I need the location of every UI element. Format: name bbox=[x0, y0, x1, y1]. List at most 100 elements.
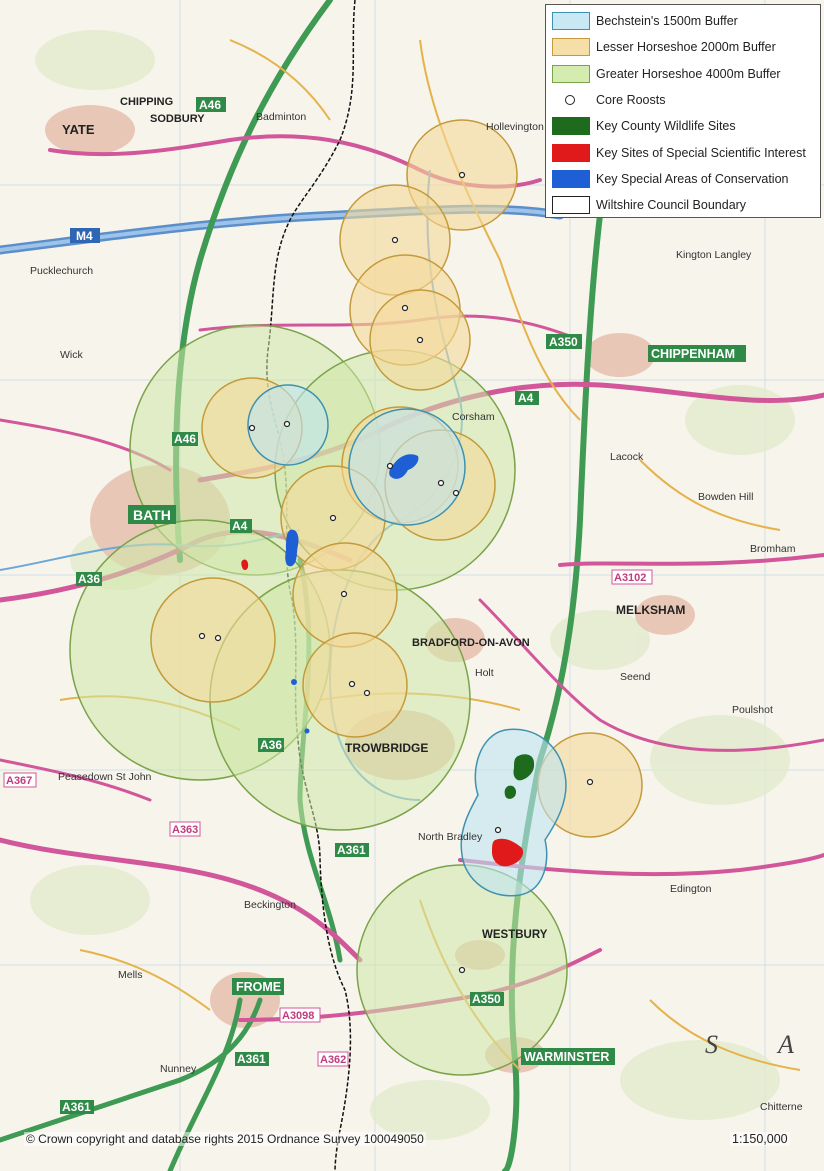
place-yate: YATE bbox=[62, 122, 95, 137]
legend-swatch bbox=[552, 117, 590, 136]
road-label-a36-south: A36 bbox=[260, 738, 282, 752]
place-chitterne: Chitterne bbox=[760, 1101, 803, 1113]
legend-label: Core Roosts bbox=[596, 92, 666, 107]
legend-item: Key County Wildlife Sites bbox=[546, 113, 820, 139]
road-label-a362: A362 bbox=[320, 1054, 346, 1066]
sssi-site-2 bbox=[241, 559, 249, 570]
core-roost bbox=[458, 171, 466, 179]
place-chipping: CHIPPING bbox=[120, 96, 173, 108]
place-chippenham: CHIPPENHAM bbox=[651, 347, 735, 361]
core-roost bbox=[416, 336, 424, 344]
legend-item: Key Special Areas of Conservation bbox=[546, 166, 820, 192]
core-roost bbox=[340, 590, 348, 598]
lesser-horseshoe-buffer-11 bbox=[302, 632, 408, 738]
place-nunney: Nunney bbox=[160, 1063, 197, 1075]
place-bradford: BRADFORD-ON-AVON bbox=[412, 637, 530, 649]
key-special-areas-of-conservation bbox=[285, 454, 419, 734]
place-mells: Mells bbox=[118, 969, 143, 981]
place-kington: Kington Langley bbox=[676, 249, 752, 261]
lesser-horseshoe-buffer-10 bbox=[150, 577, 276, 703]
core-roosts bbox=[198, 171, 594, 974]
road-label-a350-westbury: A350 bbox=[472, 992, 501, 1006]
place-melksham: MELKSHAM bbox=[616, 603, 685, 617]
road-label-a361-west: A361 bbox=[62, 1100, 91, 1114]
place-seend: Seend bbox=[620, 671, 651, 683]
legend-label: Lesser Horseshoe 2000m Buffer bbox=[596, 40, 776, 55]
road-label-a46-bath: A46 bbox=[174, 432, 196, 446]
place-peasedown: Peasedown St John bbox=[58, 771, 152, 783]
road-label-a4: A4 bbox=[518, 391, 534, 405]
place-corsham: Corsham bbox=[452, 411, 495, 423]
core-roost bbox=[248, 424, 256, 432]
road-label-a361: A361 bbox=[337, 843, 366, 857]
key-sssi bbox=[241, 559, 524, 867]
place-bromham: Bromham bbox=[750, 543, 796, 555]
minor-place-names: Wick Kington Langley Bromham Hollevingto… bbox=[30, 111, 803, 1113]
legend-swatch bbox=[552, 143, 590, 162]
road-label-a350: A350 bbox=[549, 335, 578, 349]
place-frome: FROME bbox=[236, 980, 281, 994]
legend-swatch bbox=[552, 64, 590, 83]
place-warminster: WARMINSTER bbox=[524, 1050, 609, 1064]
place-bath: BATH bbox=[133, 507, 171, 523]
road-label-a36: A36 bbox=[78, 572, 100, 586]
sssi-site-1 bbox=[492, 838, 524, 867]
place-bowden: Bowden Hill bbox=[698, 491, 753, 503]
road-labels: M4 A46 A46 A350 A4 A4 A36 A36 A361 A361 … bbox=[3, 97, 653, 1114]
legend-item: Lesser Horseshoe 2000m Buffer bbox=[546, 34, 820, 60]
legend-item: Wiltshire Council Boundary bbox=[546, 192, 820, 218]
legend-label: Wiltshire Council Boundary bbox=[596, 198, 747, 213]
road-label-m4: M4 bbox=[76, 229, 93, 243]
sac-site-1 bbox=[389, 454, 419, 479]
core-roost bbox=[329, 514, 337, 522]
place-pucklechurch: Pucklechurch bbox=[30, 265, 93, 277]
place-badminton: Badminton bbox=[256, 111, 306, 123]
place-edington: Edington bbox=[670, 883, 712, 895]
sac-site-4 bbox=[304, 728, 310, 734]
cws-site-2 bbox=[504, 785, 517, 799]
place-north-bradley: North Bradley bbox=[418, 831, 483, 843]
copyright-notice: © Crown copyright and database rights 20… bbox=[24, 1132, 426, 1146]
core-roost bbox=[283, 420, 291, 428]
legend-label: Key Special Areas of Conservation bbox=[596, 171, 789, 186]
road-label-a46: A46 bbox=[199, 98, 221, 112]
core-roost bbox=[494, 826, 502, 834]
cws-site-1 bbox=[513, 754, 535, 781]
core-roost bbox=[348, 680, 356, 688]
map-lettering-a: A bbox=[778, 1030, 794, 1059]
legend-item: Bechstein's 1500m Buffer bbox=[546, 8, 820, 34]
road-label-a3098: A3098 bbox=[282, 1010, 314, 1022]
place-westbury: WESTBURY bbox=[482, 929, 548, 941]
legend-item: Greater Horseshoe 4000m Buffer bbox=[546, 61, 820, 87]
place-holt: Holt bbox=[475, 667, 494, 679]
place-hollevington: Hollevington bbox=[486, 121, 544, 133]
place-poulshot: Poulshot bbox=[732, 704, 773, 716]
place-names: CHIPPENHAM BATH FROME WARMINSTER MELKSHA… bbox=[62, 96, 746, 1065]
map-scale: 1:150,000 bbox=[730, 1132, 790, 1146]
legend-item: Core Roosts bbox=[546, 87, 820, 113]
road-label-a363: A363 bbox=[172, 824, 198, 836]
map-lettering-s: S bbox=[705, 1030, 718, 1059]
place-beckington: Beckington bbox=[244, 899, 296, 911]
place-lacock: Lacock bbox=[610, 451, 644, 463]
core-roost bbox=[214, 634, 222, 642]
legend-swatch bbox=[552, 196, 590, 215]
sac-site-2 bbox=[285, 529, 299, 567]
bechstein-buffer-3 bbox=[460, 728, 567, 897]
legend-swatch bbox=[552, 169, 590, 188]
core-roost bbox=[363, 689, 371, 697]
road-label-a367: A367 bbox=[6, 775, 32, 787]
legend-swatch bbox=[565, 94, 575, 105]
legend-label: Key County Wildlife Sites bbox=[596, 119, 736, 134]
place-sodbury: SODBURY bbox=[150, 113, 205, 125]
core-roost bbox=[198, 632, 206, 640]
legend-label: Bechstein's 1500m Buffer bbox=[596, 14, 738, 28]
core-roost bbox=[437, 479, 445, 487]
legend-label: Greater Horseshoe 4000m Buffer bbox=[596, 66, 781, 81]
place-trowbridge: TROWBRIDGE bbox=[345, 741, 428, 755]
place-wick: Wick bbox=[60, 349, 83, 361]
core-roost bbox=[391, 236, 399, 244]
core-roost bbox=[586, 778, 594, 786]
legend-label: Key Sites of Special Scientific Interest bbox=[596, 145, 806, 160]
